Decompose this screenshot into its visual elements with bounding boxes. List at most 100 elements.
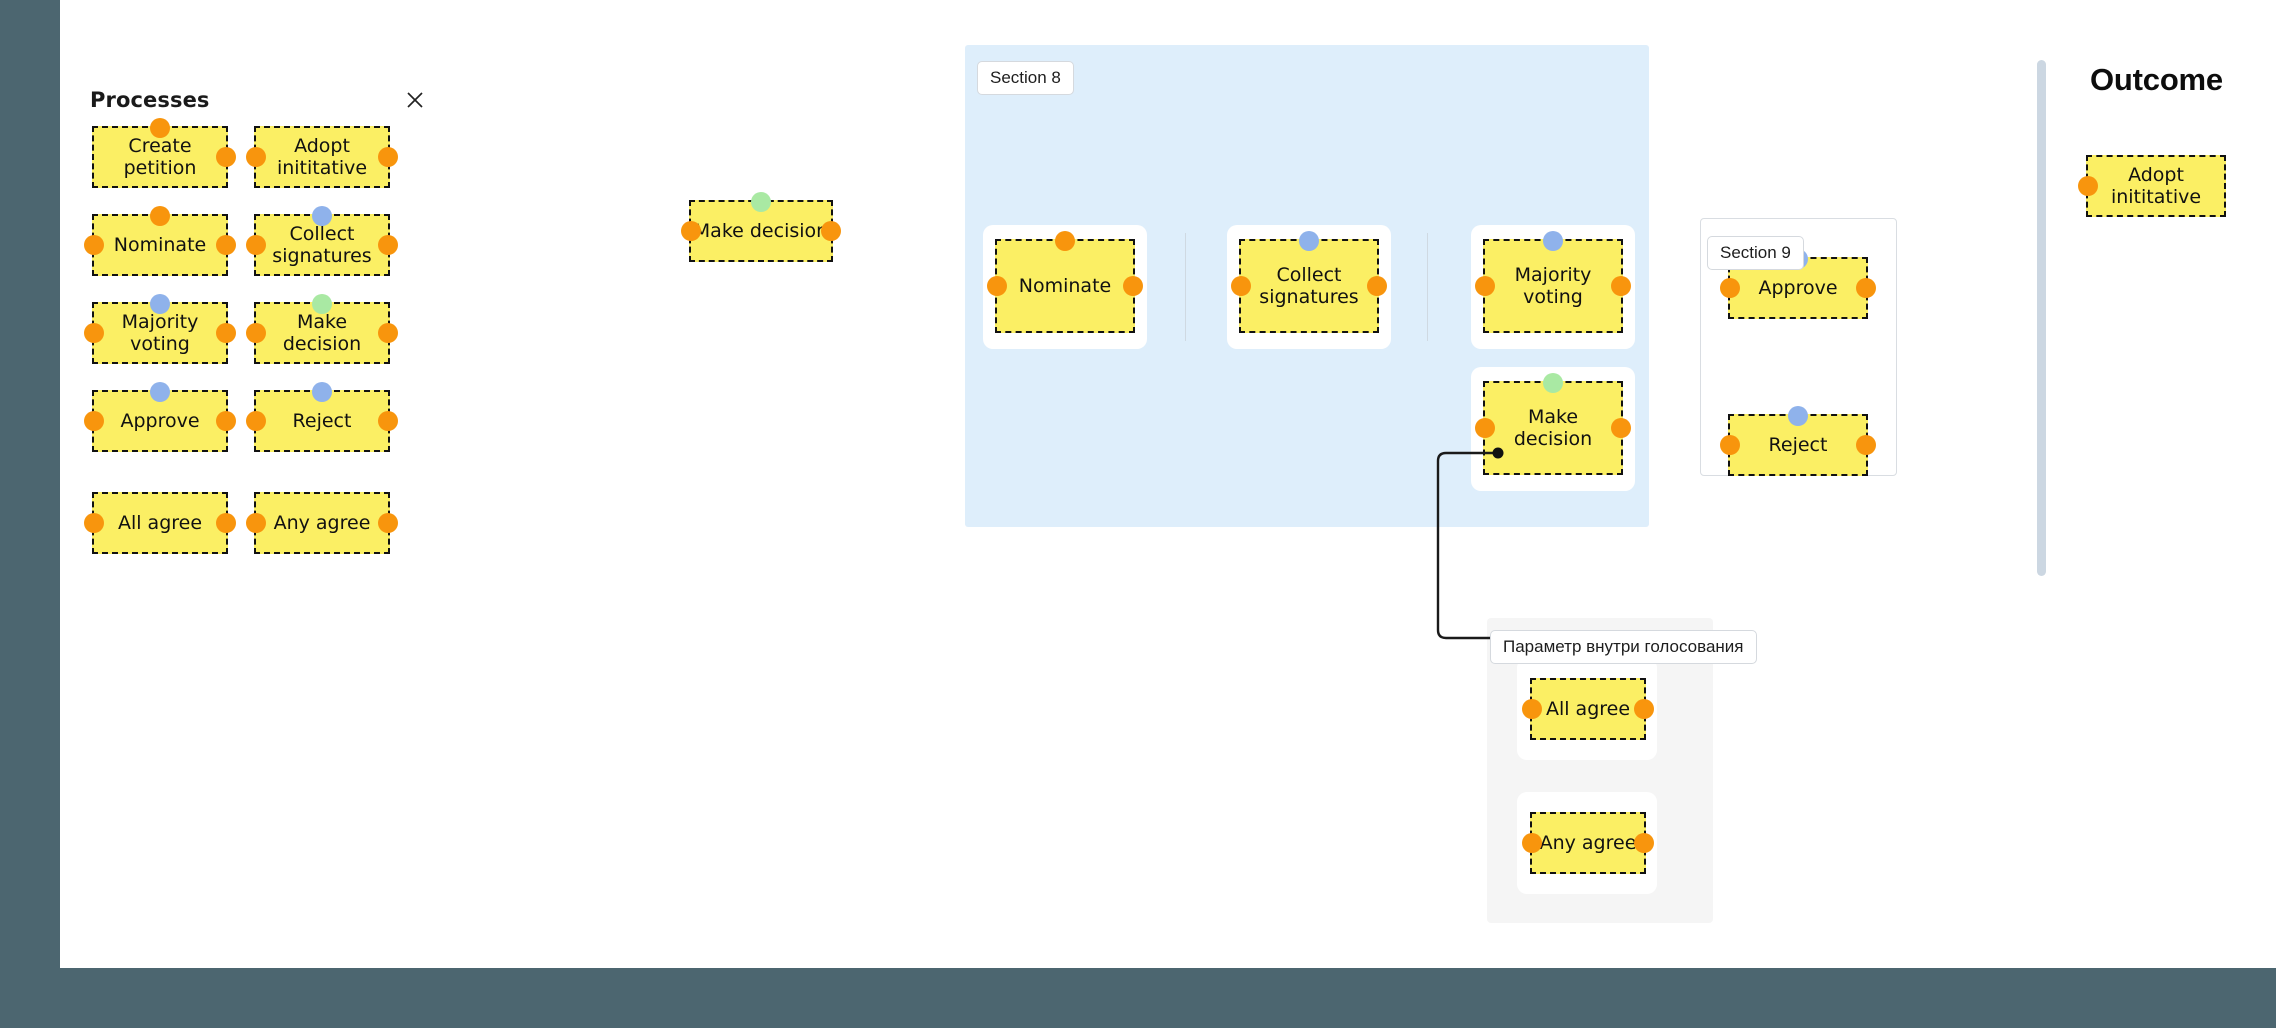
canvas-node-make-decision-floating[interactable]: Make decision <box>681 192 841 262</box>
port-right-orange[interactable] <box>1856 278 1876 298</box>
port-right-orange[interactable] <box>1634 833 1654 853</box>
palette-node-adopt-inititative[interactable]: Adopt inititative <box>246 126 398 188</box>
section-8-node-majority-voting[interactable]: Majority voting <box>1475 231 1631 333</box>
voting-parameter-card-all-agree: All agree <box>1517 658 1657 760</box>
port-left-orange[interactable] <box>681 221 701 241</box>
port-right-orange[interactable] <box>216 235 236 255</box>
section-8-divider-2 <box>1427 233 1428 341</box>
port-left-orange[interactable] <box>84 411 104 431</box>
voting-parameter-chip[interactable]: Параметр внутри голосования <box>1490 630 1757 664</box>
port-right-orange[interactable] <box>1367 276 1387 296</box>
port-top-blue[interactable] <box>1299 231 1319 251</box>
section-9-chip[interactable]: Section 9 <box>1707 236 1804 270</box>
port-top-blue[interactable] <box>1788 406 1808 426</box>
port-right-orange[interactable] <box>1611 418 1631 438</box>
palette-node-create-petition[interactable]: Create petition <box>92 118 236 188</box>
port-top-blue[interactable] <box>1543 231 1563 251</box>
port-left-orange[interactable] <box>1475 418 1495 438</box>
section-9-container[interactable]: Section 9 Approve Reject <box>1700 218 1897 476</box>
port-top-blue[interactable] <box>312 382 332 402</box>
port-right-orange[interactable] <box>216 513 236 533</box>
port-left-orange[interactable] <box>246 513 266 533</box>
section-8-container[interactable]: Section 8 Nominate Collect signatures <box>965 45 1649 527</box>
port-left-orange[interactable] <box>1522 833 1542 853</box>
palette-node-nominate[interactable]: Nominate <box>84 206 236 276</box>
port-top-green[interactable] <box>312 294 332 314</box>
port-left-orange[interactable] <box>246 411 266 431</box>
port-top-green[interactable] <box>751 192 771 212</box>
port-right-orange[interactable] <box>216 323 236 343</box>
palette-node-majority-voting[interactable]: Majority voting <box>84 294 236 364</box>
port-left-orange[interactable] <box>246 235 266 255</box>
port-left-orange[interactable] <box>1475 276 1495 296</box>
section-8-node-make-decision[interactable]: Make decision <box>1475 373 1631 475</box>
port-left-orange[interactable] <box>84 235 104 255</box>
port-left-orange[interactable] <box>246 147 266 167</box>
port-right-orange[interactable] <box>1611 276 1631 296</box>
port-right-orange[interactable] <box>1856 435 1876 455</box>
port-left-orange[interactable] <box>84 323 104 343</box>
port-right-orange[interactable] <box>1123 276 1143 296</box>
section-9-node-reject[interactable]: Reject <box>1720 406 1876 476</box>
node-label: Nominate <box>1018 274 1112 297</box>
port-left-orange[interactable] <box>84 513 104 533</box>
port-top-green[interactable] <box>1543 373 1563 393</box>
port-right-orange[interactable] <box>378 513 398 533</box>
palette-node-collect-signatures[interactable]: Collect signatures <box>246 206 398 276</box>
section-8-card-nominate: Nominate <box>983 225 1147 349</box>
section-8-chip[interactable]: Section 8 <box>977 61 1074 95</box>
port-left-orange[interactable] <box>246 323 266 343</box>
node-label: All agree <box>117 511 203 534</box>
port-right-orange[interactable] <box>821 221 841 241</box>
palette-node-reject[interactable]: Reject <box>246 382 398 452</box>
node-label: Collect signatures <box>272 222 372 267</box>
port-left-orange[interactable] <box>1720 435 1740 455</box>
palette-node-approve[interactable]: Approve <box>84 382 236 452</box>
diagram-canvas[interactable]: Processes Create petition Adopt inititat… <box>60 0 2276 968</box>
port-right-orange[interactable] <box>1634 699 1654 719</box>
node-label: Make decision <box>282 310 362 355</box>
port-right-orange[interactable] <box>216 411 236 431</box>
node-label: Reject <box>292 409 352 432</box>
port-right-orange[interactable] <box>378 323 398 343</box>
node-label: Adopt inititative <box>2110 163 2202 208</box>
section-8-card-make-decision: Make decision <box>1471 367 1635 491</box>
port-right-orange[interactable] <box>378 235 398 255</box>
node-label: Approve <box>1758 276 1838 299</box>
port-left-orange[interactable] <box>1522 699 1542 719</box>
palette-header: Processes <box>90 88 430 122</box>
port-top-blue[interactable] <box>150 382 170 402</box>
voting-parameter-node-all-agree[interactable]: All agree <box>1522 678 1654 740</box>
palette-node-make-decision[interactable]: Make decision <box>246 294 398 364</box>
port-left-orange[interactable] <box>1231 276 1251 296</box>
voting-parameter-card-any-agree: Any agree <box>1517 792 1657 894</box>
node-label: Reject <box>1768 433 1828 456</box>
port-top-orange[interactable] <box>1055 231 1075 251</box>
section-8-node-collect-signatures[interactable]: Collect signatures <box>1231 231 1387 333</box>
voting-parameter-node-any-agree[interactable]: Any agree <box>1522 812 1654 874</box>
port-left-orange[interactable] <box>2078 176 2098 196</box>
section-8-node-nominate[interactable]: Nominate <box>987 231 1143 333</box>
port-top-blue[interactable] <box>312 206 332 226</box>
port-right-orange[interactable] <box>378 411 398 431</box>
node-label: Adopt inititative <box>276 134 368 179</box>
node-label: Approve <box>120 409 200 432</box>
section-8-card-majority-voting: Majority voting <box>1471 225 1635 349</box>
palette-node-any-agree[interactable]: Any agree <box>246 492 398 554</box>
node-label: Majority voting <box>121 310 199 355</box>
palette-node-all-agree[interactable]: All agree <box>84 492 236 554</box>
close-icon[interactable] <box>404 89 426 111</box>
outcome-node-adopt-inititative[interactable]: Adopt inititative <box>2078 155 2226 217</box>
port-right-orange[interactable] <box>216 147 236 167</box>
voting-parameter-container[interactable]: Параметр внутри голосования All agree An… <box>1487 618 1757 923</box>
port-top-orange[interactable] <box>150 118 170 138</box>
port-left-orange[interactable] <box>987 276 1007 296</box>
port-right-orange[interactable] <box>378 147 398 167</box>
node-label: Create petition <box>123 134 197 179</box>
port-left-orange[interactable] <box>1720 278 1740 298</box>
port-top-orange[interactable] <box>150 206 170 226</box>
node-label: Any agree <box>1539 831 1637 854</box>
port-top-blue[interactable] <box>150 294 170 314</box>
vertical-scrollbar[interactable] <box>2037 60 2046 576</box>
